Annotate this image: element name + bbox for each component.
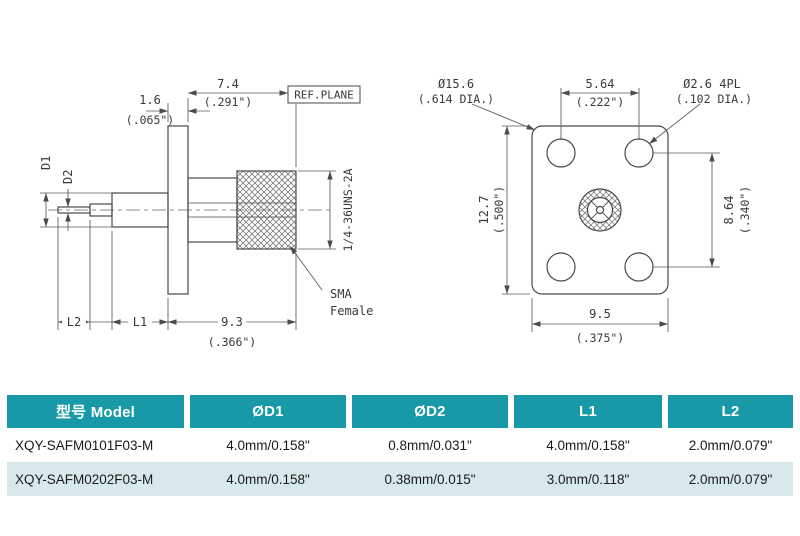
l1-label: L1 [133, 315, 147, 329]
mount-hole-top-right [624, 138, 654, 168]
cell-d1: 4.0mm/0.158" [226, 437, 310, 453]
dim-text-backgrounds [62, 315, 246, 329]
flange-dia-inch-label: (.614 DIA.) [418, 92, 494, 106]
ref-plane-label: REF.PLANE [294, 89, 354, 102]
cell-model: XQY-SAFM0202F03-M [15, 471, 154, 487]
cell-l2: 2.0mm/0.079" [688, 437, 773, 453]
ref-plane-box [287, 85, 361, 104]
flange-dia-label: Ø15.6 [438, 77, 474, 91]
header-l2: L2 [668, 395, 793, 428]
hole-pitch-v-label: 8.64 [722, 196, 736, 225]
spec-table-header-row: 型号 Model ØD1 ØD2 L1 L2 [7, 395, 793, 428]
flange-outline [531, 125, 669, 295]
dim-74-label: 7.4 [217, 77, 239, 91]
mount-hole-top-left [546, 138, 576, 168]
cell-d1: 4.0mm/0.158" [226, 471, 310, 487]
dim-74-inch-label: (.291") [204, 95, 252, 109]
hole-pitch-h-inch-label: (.222") [576, 95, 624, 109]
side-view-part [57, 125, 297, 295]
center-pin-hole [595, 205, 605, 215]
header-model: 型号 Model [7, 395, 184, 428]
thread-spec-label: 1/4-36UNS-2A [341, 168, 355, 251]
hole-dia-inch-label: (.102 DIA.) [676, 92, 752, 106]
table-row: XQY-SAFM0202F03-M 4.0mm/0.158" 0.38mm/0.… [7, 462, 793, 496]
mount-hole-bottom-right [624, 252, 654, 282]
technical-drawing: 7.4 (.291") 1.6 (.065") REF.PLANE D1 D2 … [39, 77, 752, 349]
flange-height-inch-label: (.500") [492, 186, 506, 234]
dim-16-inch-label: (.065") [126, 113, 174, 127]
spec-table: 型号 Model ØD1 ØD2 L1 L2 XQY-SAFM0101F03-M… [0, 391, 800, 496]
flange-height-label: 12.7 [477, 196, 491, 225]
dim-16-label: 1.6 [139, 93, 161, 107]
header-d1: ØD1 [190, 395, 346, 428]
front-view-part [531, 125, 669, 295]
cell-l2: 2.0mm/0.079" [688, 471, 773, 487]
hole-dia-label: Ø2.6 4PL [683, 77, 741, 91]
dim-93-inch-label: (.366") [208, 335, 256, 349]
cell-model: XQY-SAFM0101F03-M [15, 437, 154, 453]
front-view-dimensions [471, 88, 720, 332]
d1-label: D1 [39, 156, 53, 170]
l2-label: L2 [67, 315, 81, 329]
threaded-section [236, 170, 297, 250]
cell-l1: 4.0mm/0.158" [546, 437, 630, 453]
cell-d2: 0.8mm/0.031" [388, 437, 472, 453]
table-row: XQY-SAFM0101F03-M 4.0mm/0.158" 0.8mm/0.0… [7, 428, 793, 462]
sma-female-label-2: Female [330, 304, 373, 318]
mount-hole-bottom-left [546, 252, 576, 282]
dim-93-label: 9.3 [221, 315, 243, 329]
d2-label: D2 [61, 170, 75, 184]
sma-female-label-1: SMA [330, 287, 352, 301]
hole-pitch-v-inch-label: (.340") [738, 186, 752, 234]
cell-l1: 3.0mm/0.118" [546, 471, 630, 487]
flange-width-inch-label: (.375") [576, 331, 624, 345]
header-d2: ØD2 [352, 395, 508, 428]
hole-pitch-h-label: 5.64 [586, 77, 615, 91]
header-l1: L1 [514, 395, 662, 428]
cell-d2: 0.38mm/0.015" [384, 471, 476, 487]
flange-width-label: 9.5 [589, 307, 611, 321]
